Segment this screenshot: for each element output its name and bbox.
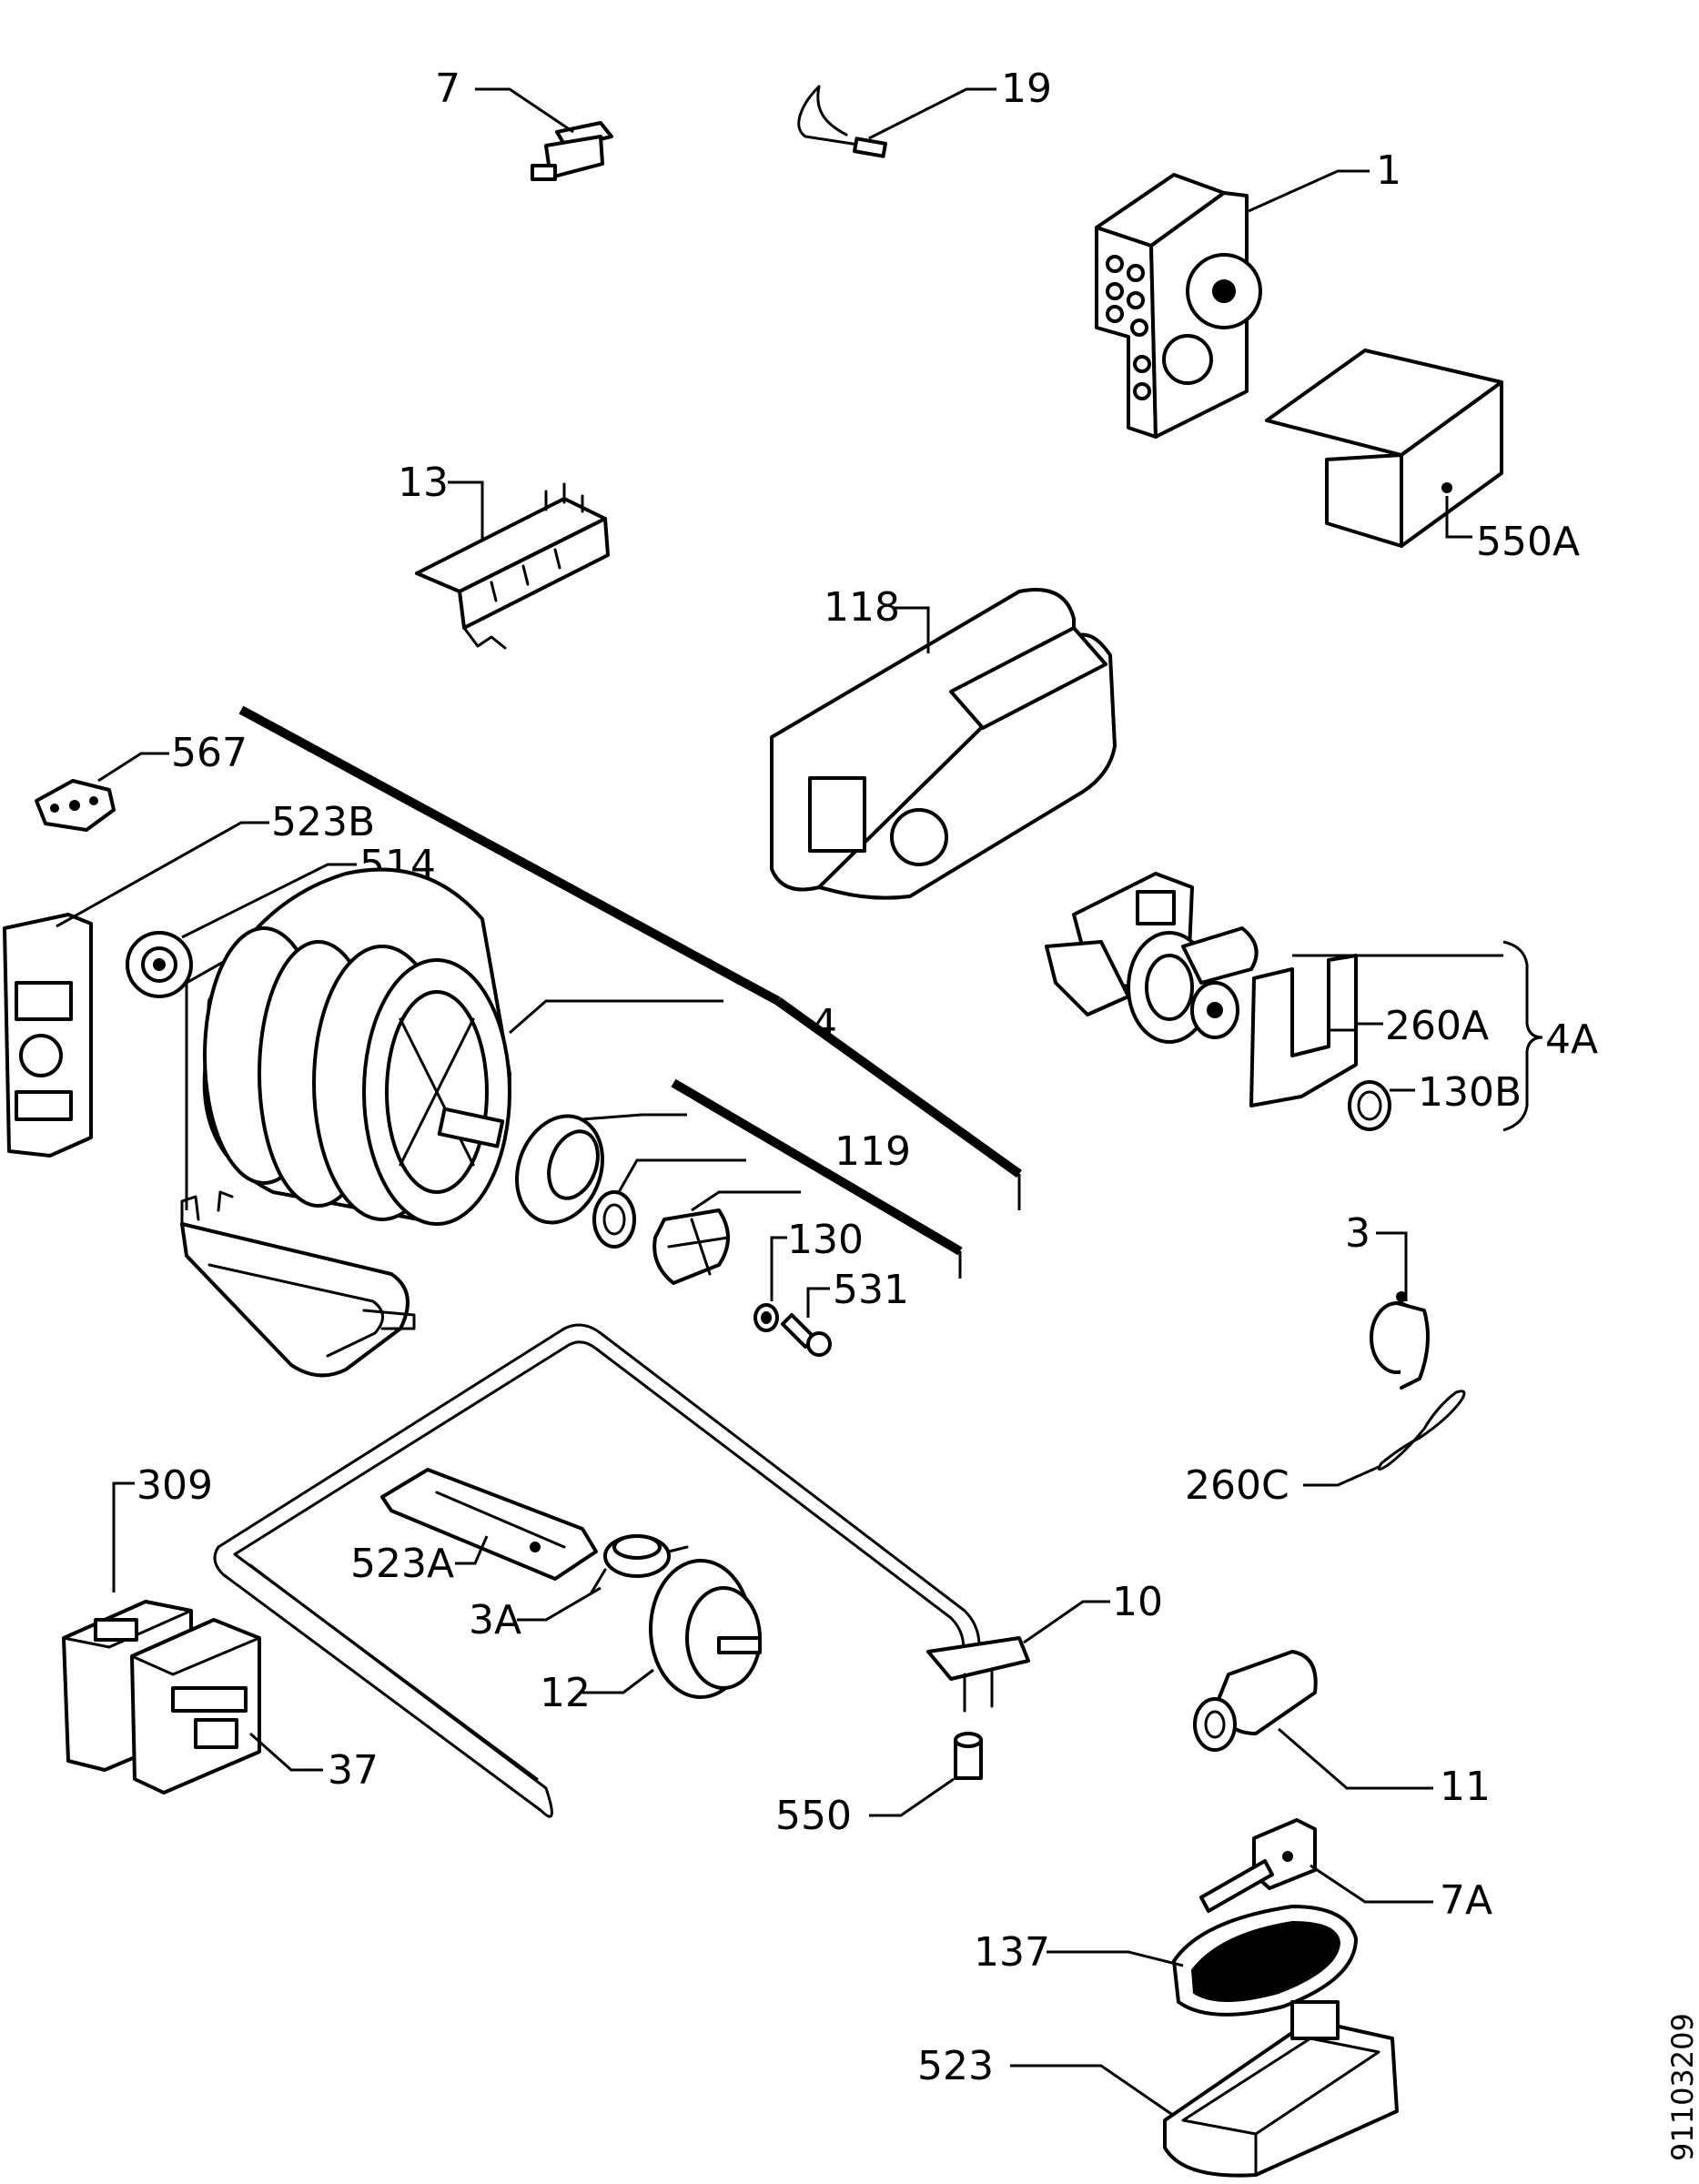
leader-260A (1330, 1022, 1383, 1032)
label-119: 119 (834, 1128, 911, 1175)
part-514-bearing[interactable] (126, 931, 193, 998)
label-11: 11 (1440, 1764, 1491, 1810)
label-523B: 523B (271, 799, 375, 845)
part-119-bracket-line (671, 1078, 963, 1256)
part-260C-clip[interactable] (1377, 1390, 1466, 1471)
leader-12 (582, 1668, 654, 1694)
leader-567 (97, 752, 169, 783)
leader-37 (249, 1732, 323, 1772)
part-19-sensor[interactable] (797, 85, 887, 158)
label-531: 531 (833, 1267, 909, 1313)
leader-4 (509, 999, 723, 1035)
label-19: 19 (1001, 66, 1052, 112)
part-37-module[interactable] (130, 1618, 261, 1795)
label-12: 12 (540, 1670, 591, 1716)
label-7A: 7A (1440, 1877, 1492, 1924)
part-523-sump[interactable] (1163, 2000, 1399, 2178)
leader-119-c (691, 1190, 801, 1212)
leader-550A (1445, 496, 1472, 539)
part-130B-oring[interactable] (1348, 1080, 1391, 1131)
part-260A-clip[interactable] (1249, 954, 1358, 1107)
part-7A-microswitch[interactable] (1199, 1818, 1317, 1913)
leader-260C (1303, 1465, 1380, 1487)
label-13: 13 (398, 460, 449, 506)
part-10-heater[interactable] (213, 1323, 1030, 1818)
leader-550 (869, 1777, 955, 1817)
label-4: 4 (812, 1001, 837, 1047)
label-7: 7 (435, 66, 460, 112)
label-523: 523 (917, 2043, 994, 2089)
part-509-gasket[interactable] (180, 1190, 416, 1378)
label-118: 118 (824, 584, 900, 631)
leader-3 (1376, 1231, 1408, 1301)
leader-119-a (582, 1113, 687, 1121)
leader-119-b (617, 1158, 746, 1193)
leader-137 (1047, 1950, 1184, 1967)
part-4-bracket-line (238, 705, 781, 1006)
part-1-programmer[interactable] (1095, 173, 1262, 439)
label-550: 550 (775, 1793, 852, 1839)
part-4-bracket-line-b (775, 996, 1022, 1178)
label-523A: 523A (350, 1541, 454, 1587)
part-11-drain-pump[interactable] (1193, 1650, 1318, 1752)
part-13-terminal-block[interactable] (415, 482, 610, 650)
label-567: 567 (171, 730, 248, 776)
label-130: 130 (787, 1217, 864, 1263)
label-260A: 260A (1385, 1003, 1489, 1049)
part-567-plate[interactable] (35, 779, 116, 832)
part-550A-cover[interactable] (1265, 349, 1503, 548)
leader-1 (1248, 169, 1370, 213)
document-id: 91103209 (1665, 2013, 1699, 2161)
label-130B: 130B (1418, 1069, 1522, 1116)
leader-514 (181, 863, 357, 939)
leader-19 (868, 87, 996, 140)
label-137: 137 (974, 1929, 1050, 1976)
part-550-grommet[interactable] (954, 1732, 983, 1780)
part-118-detergent-dispenser[interactable] (770, 588, 1117, 900)
leader-130 (770, 1236, 787, 1301)
part-4A-pump[interactable] (1045, 872, 1259, 1044)
label-10: 10 (1112, 1579, 1163, 1625)
leader-10 (1023, 1600, 1110, 1644)
leader-523 (1010, 2064, 1175, 2118)
leader-523B (56, 821, 269, 928)
part-3-valve[interactable] (1370, 1291, 1430, 1390)
leader-11 (1278, 1727, 1433, 1790)
leader-13 (448, 480, 484, 539)
label-3A: 3A (469, 1597, 521, 1643)
part-3A-thermostat[interactable] (590, 1534, 689, 1594)
leader-118 (895, 606, 930, 653)
label-37: 37 (328, 1747, 379, 1794)
part-4-motor[interactable] (202, 867, 511, 1226)
brace-4A (1502, 940, 1543, 1132)
leader-7 (475, 87, 574, 134)
label-550A: 550A (1476, 519, 1580, 565)
leader-3A (517, 1586, 602, 1622)
label-4A: 4A (1545, 1016, 1598, 1063)
part-531-screw[interactable] (781, 1313, 832, 1357)
part-137-filter[interactable] (1172, 1905, 1358, 2017)
leader-7A (1310, 1864, 1433, 1904)
part-130-washer[interactable] (753, 1303, 779, 1332)
part-12-pressure-switch[interactable] (649, 1559, 762, 1699)
part-523B-bracket[interactable] (3, 913, 93, 1158)
label-3: 3 (1345, 1210, 1370, 1257)
label-260C: 260C (1185, 1462, 1289, 1509)
leader-523A (455, 1535, 489, 1565)
leader-309 (112, 1481, 135, 1592)
leader-531 (806, 1287, 830, 1318)
label-1: 1 (1376, 147, 1401, 194)
part-7-switch[interactable] (531, 121, 613, 181)
part-523A-bracket[interactable] (380, 1468, 598, 1581)
label-309: 309 (137, 1462, 213, 1509)
part-119-seal[interactable] (502, 1104, 730, 1285)
